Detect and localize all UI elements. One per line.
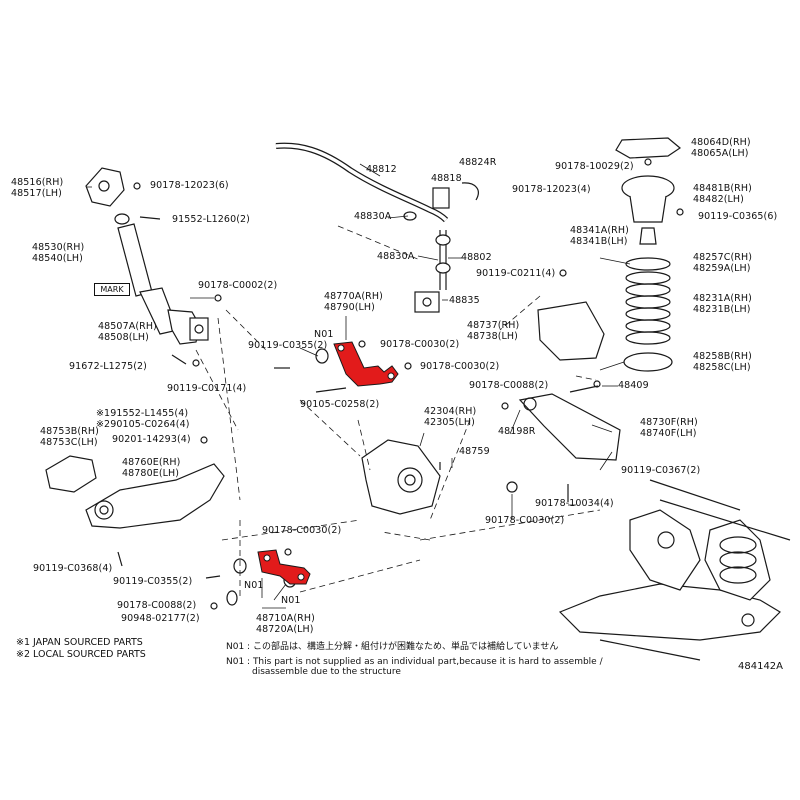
label-48409: 48409 [618,380,649,391]
label-48760E: 48760E(RH)48780E(LH) [122,457,181,479]
label-90201-14293: 90201-14293(4) [112,434,191,445]
label-90178-C0030-lower: 90178-C0030(2) [262,525,342,536]
label-42304: 42304(RH)42305(LH) [424,406,477,428]
label-90178-12023-6: 90178-12023(6) [150,180,229,191]
label-90119-C0355-upper: 90119-C0355(2) [248,340,328,351]
label-48341A: 48341A(RH)48341B(LH) [570,225,629,247]
label-N01-upper: N01 [314,329,334,340]
label-48710A: 48710A(RH)48720A(LH) [256,613,315,635]
label-48770A: 48770A(RH)48790(LH) [324,291,383,313]
upper-arm-48770A-highlight [333,341,399,387]
assembly-perspective-illustration [558,479,791,661]
label-90178-C0030-mid: 90178-C0030(2) [420,361,500,372]
label-48481B: 48481B(RH)48482(LH) [693,183,752,205]
label-48198R: 48198R [498,426,536,437]
label-90178-12023-4: 90178-12023(4) [512,184,591,195]
label-48830A-lower: 48830A [377,251,415,262]
label-90119-C0211: 90119-C0211(4) [476,268,556,279]
note-japan-sourced: ※1 JAPAN SOURCED PARTS [16,637,143,648]
label-48257C: 48257C(RH)48259A(LH) [693,252,753,274]
label-48818: 48818 [431,173,462,184]
note-local-sourced: ※2 LOCAL SOURCED PARTS [16,649,146,660]
label-90119-C0367: 90119-C0367(2) [621,465,701,476]
label-48064D: 48064D(RH)48065A(LH) [691,137,751,159]
label-48258B: 48258B(RH)48258C(LH) [693,351,752,373]
label-90119-C0365: 90119-C0365(6) [698,211,778,222]
label-48830A-upper: 48830A [354,211,392,222]
label-90178-C0088-upper: 90178-C0088(2) [469,380,549,391]
label-90178-C0030-upper: 90178-C0030(2) [380,339,460,350]
coil-spring-illustration [615,137,684,372]
label-48507A: 48507A(RH)48508(LH) [98,321,157,343]
label-N01-lower-right: N01 [281,595,301,606]
label-91672-L1275: 91672-L1275(2) [69,361,147,372]
lower-arm-48710A-highlight [257,549,311,585]
label-48759: 48759 [459,446,490,457]
label-48231A: 48231A(RH)48231B(LH) [693,293,752,315]
figure-number: 484142A [738,661,784,672]
label-48516: 48516(RH)48517(LH) [11,177,64,199]
note-n01-english-1: N01 : This part is not supplied as an in… [226,657,603,667]
label-90178-C0002: 90178-C0002(2) [198,280,278,291]
note-n01-english-2: disassemble due to the structure [252,667,401,677]
label-48753B: 48753B(RH)48753C(LH) [40,426,99,448]
label-90948-02177: 90948-02177(2) [121,613,200,624]
label-48835: 48835 [449,295,480,306]
label-90178-C0088-lower: 90178-C0088(2) [117,600,197,611]
label-48730F: 48730F(RH)48740F(LH) [640,417,698,439]
label-48530: 48530(RH)48540(LH) [32,242,85,264]
label-90178-10034: 90178-10034(4) [535,498,614,509]
label-90119-C0368: 90119-C0368(4) [33,563,113,574]
note-n01-japanese: N01 : この部品は、構造上分解・組付けが困難なため、単品では補給していません [226,642,559,652]
label-48824R: 48824R [459,157,497,168]
label-48737: 48737(RH)48738(LH) [467,320,520,342]
label-90178-10029: 90178-10029(2) [555,161,634,172]
label-90105-C0258: 90105-C0258(2) [300,399,380,410]
stabilizer-bar-illustration [275,142,479,313]
label-48812: 48812 [366,164,397,175]
label-90119-C0355-lower: 90119-C0355(2) [113,576,193,587]
label-91552-L1260: 91552-L1260(2) [172,214,250,225]
label-N01-lower-left: N01 [244,580,264,591]
label-91552-L1455: ※191552-L1455(4)※290105-C0264(4) [96,408,190,430]
label-90178-C0030-right: 90178-C0030(2) [485,515,565,526]
mark-callout: MARK [94,283,130,296]
label-90119-C0171: 90119-C0171(4) [167,383,247,394]
shock-absorber-illustration [85,167,209,345]
label-48802: 48802 [461,252,492,263]
